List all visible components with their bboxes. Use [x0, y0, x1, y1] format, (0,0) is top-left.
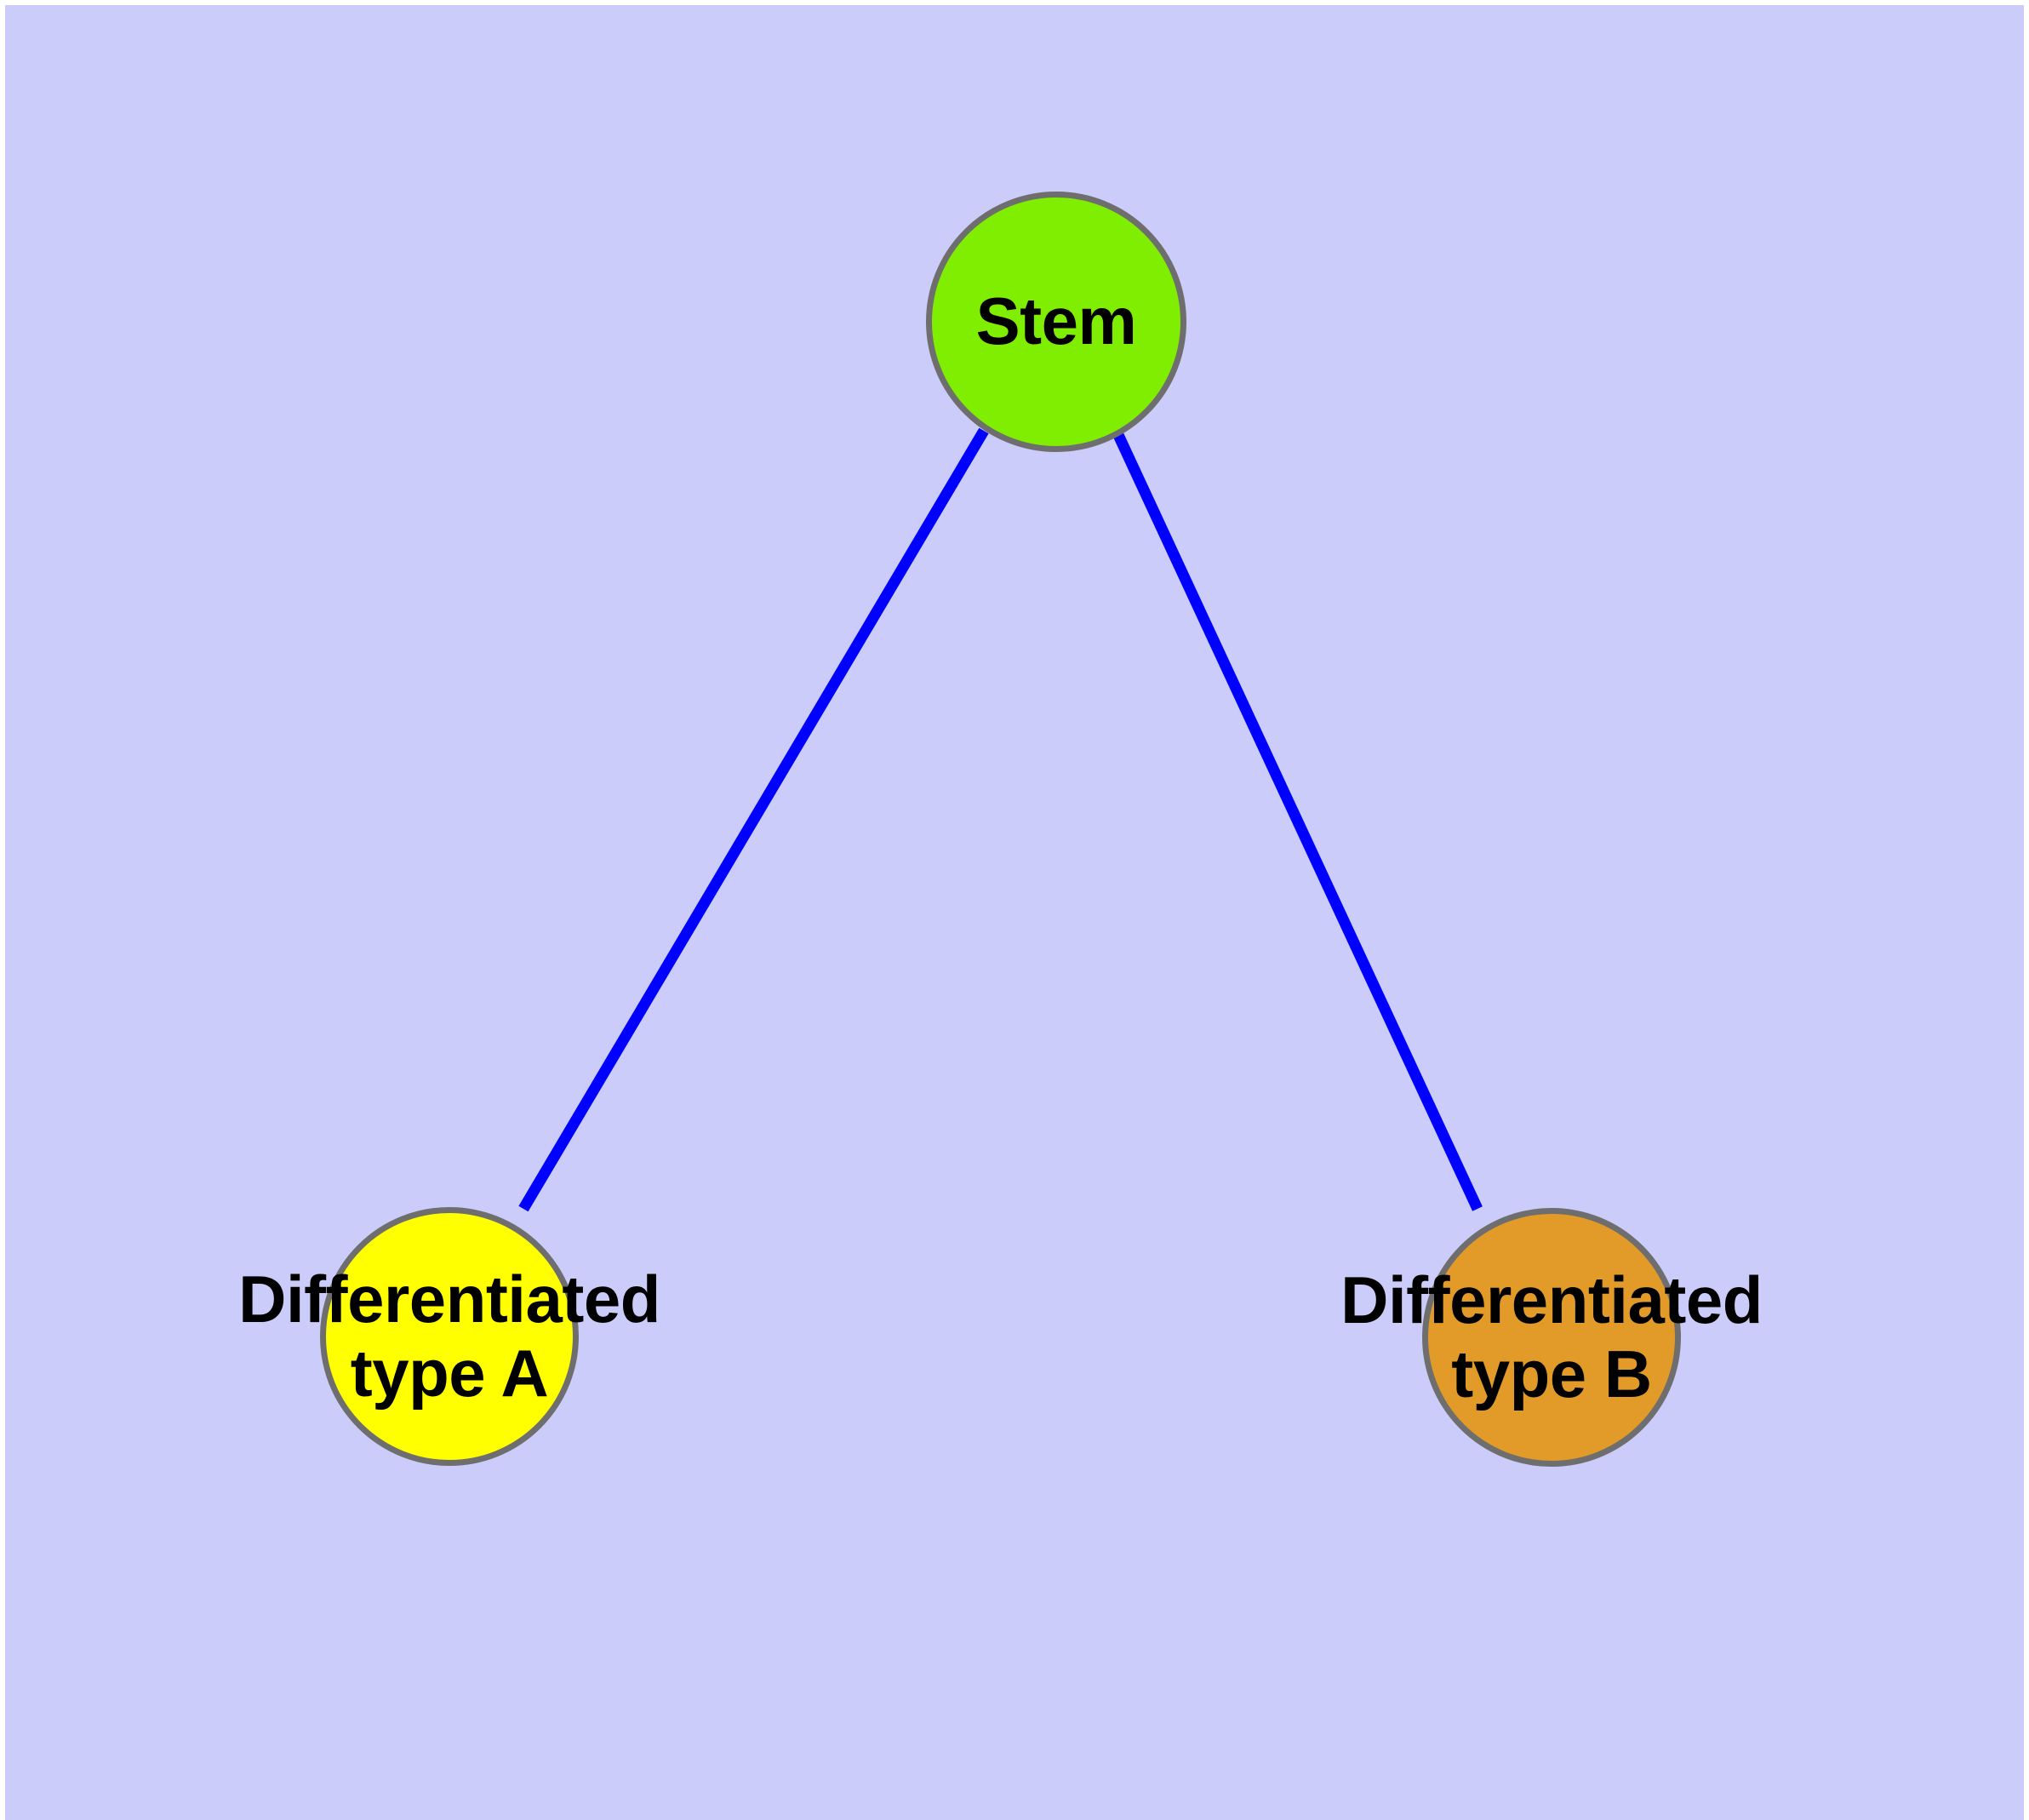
- node-differentiated-type-b-circle: [1422, 1208, 1681, 1467]
- node-differentiated-type-a-circle: [320, 1207, 579, 1466]
- edge-stem-to-diff-a[interactable]: [518, 427, 989, 1212]
- node-stem-circle: [926, 192, 1186, 452]
- node-differentiated-type-b[interactable]: [1422, 1208, 1681, 1467]
- node-stem[interactable]: [926, 192, 1186, 452]
- edge-stem-to-diff-b[interactable]: [1113, 432, 1483, 1211]
- node-differentiated-type-a[interactable]: [320, 1207, 579, 1466]
- edge-layer: [518, 427, 1483, 1212]
